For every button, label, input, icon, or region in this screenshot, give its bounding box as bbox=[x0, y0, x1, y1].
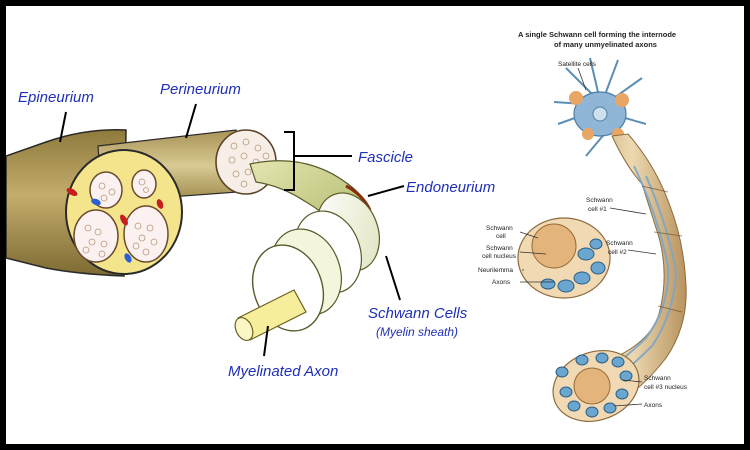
label-inset-nucleus-a: Schwann bbox=[486, 245, 513, 252]
label-satellite-cells: Satellite cells bbox=[558, 61, 597, 68]
label-endoneurium: Endoneurium bbox=[406, 179, 495, 196]
label-axons-inset: Axons bbox=[492, 279, 511, 286]
label-inset-nucleus-b: cell nucleus bbox=[482, 253, 517, 260]
label-fascicle: Fascicle bbox=[358, 149, 413, 166]
right-title-line2: of many unmyelinated axons bbox=[554, 40, 657, 49]
label-myelin-sheath: (Myelin sheath) bbox=[376, 325, 458, 339]
label-schwann-cell-3b: cell #3 nucleus bbox=[644, 384, 688, 391]
label-myelinated-axon: Myelinated Axon bbox=[228, 363, 338, 380]
label-axons-bottom: Axons bbox=[644, 402, 663, 409]
label-schwann-cell-1b: cell #1 bbox=[588, 206, 607, 213]
label-epineurium: Epineurium bbox=[18, 89, 94, 106]
label-inset-schwann-b: cell bbox=[496, 233, 506, 240]
schwann-illustration bbox=[517, 57, 687, 422]
label-inset-schwann-a: Schwann bbox=[486, 225, 513, 232]
label-neurilemma: Neurilemma bbox=[478, 267, 513, 274]
nerve-bundle bbox=[6, 129, 380, 341]
label-schwann-cell-3a: Schwann bbox=[644, 375, 671, 382]
label-perineurium: Perineurium bbox=[160, 81, 241, 98]
label-schwann-cells: Schwann Cells bbox=[368, 305, 468, 322]
figure-frame: Epineurium Perineurium Fascicle Endoneur… bbox=[6, 6, 744, 444]
label-schwann-cell-1a: Schwann bbox=[586, 197, 613, 204]
right-leader-lines bbox=[519, 67, 657, 407]
right-title-line1: A single Schwann cell forming the intern… bbox=[518, 30, 676, 39]
label-schwann-cell-2b: cell #2 bbox=[608, 249, 627, 256]
nerve-diagram: Epineurium Perineurium Fascicle Endoneur… bbox=[6, 30, 688, 422]
label-schwann-cell-2a: Schwann bbox=[606, 240, 633, 247]
leader-lines bbox=[59, 103, 405, 357]
